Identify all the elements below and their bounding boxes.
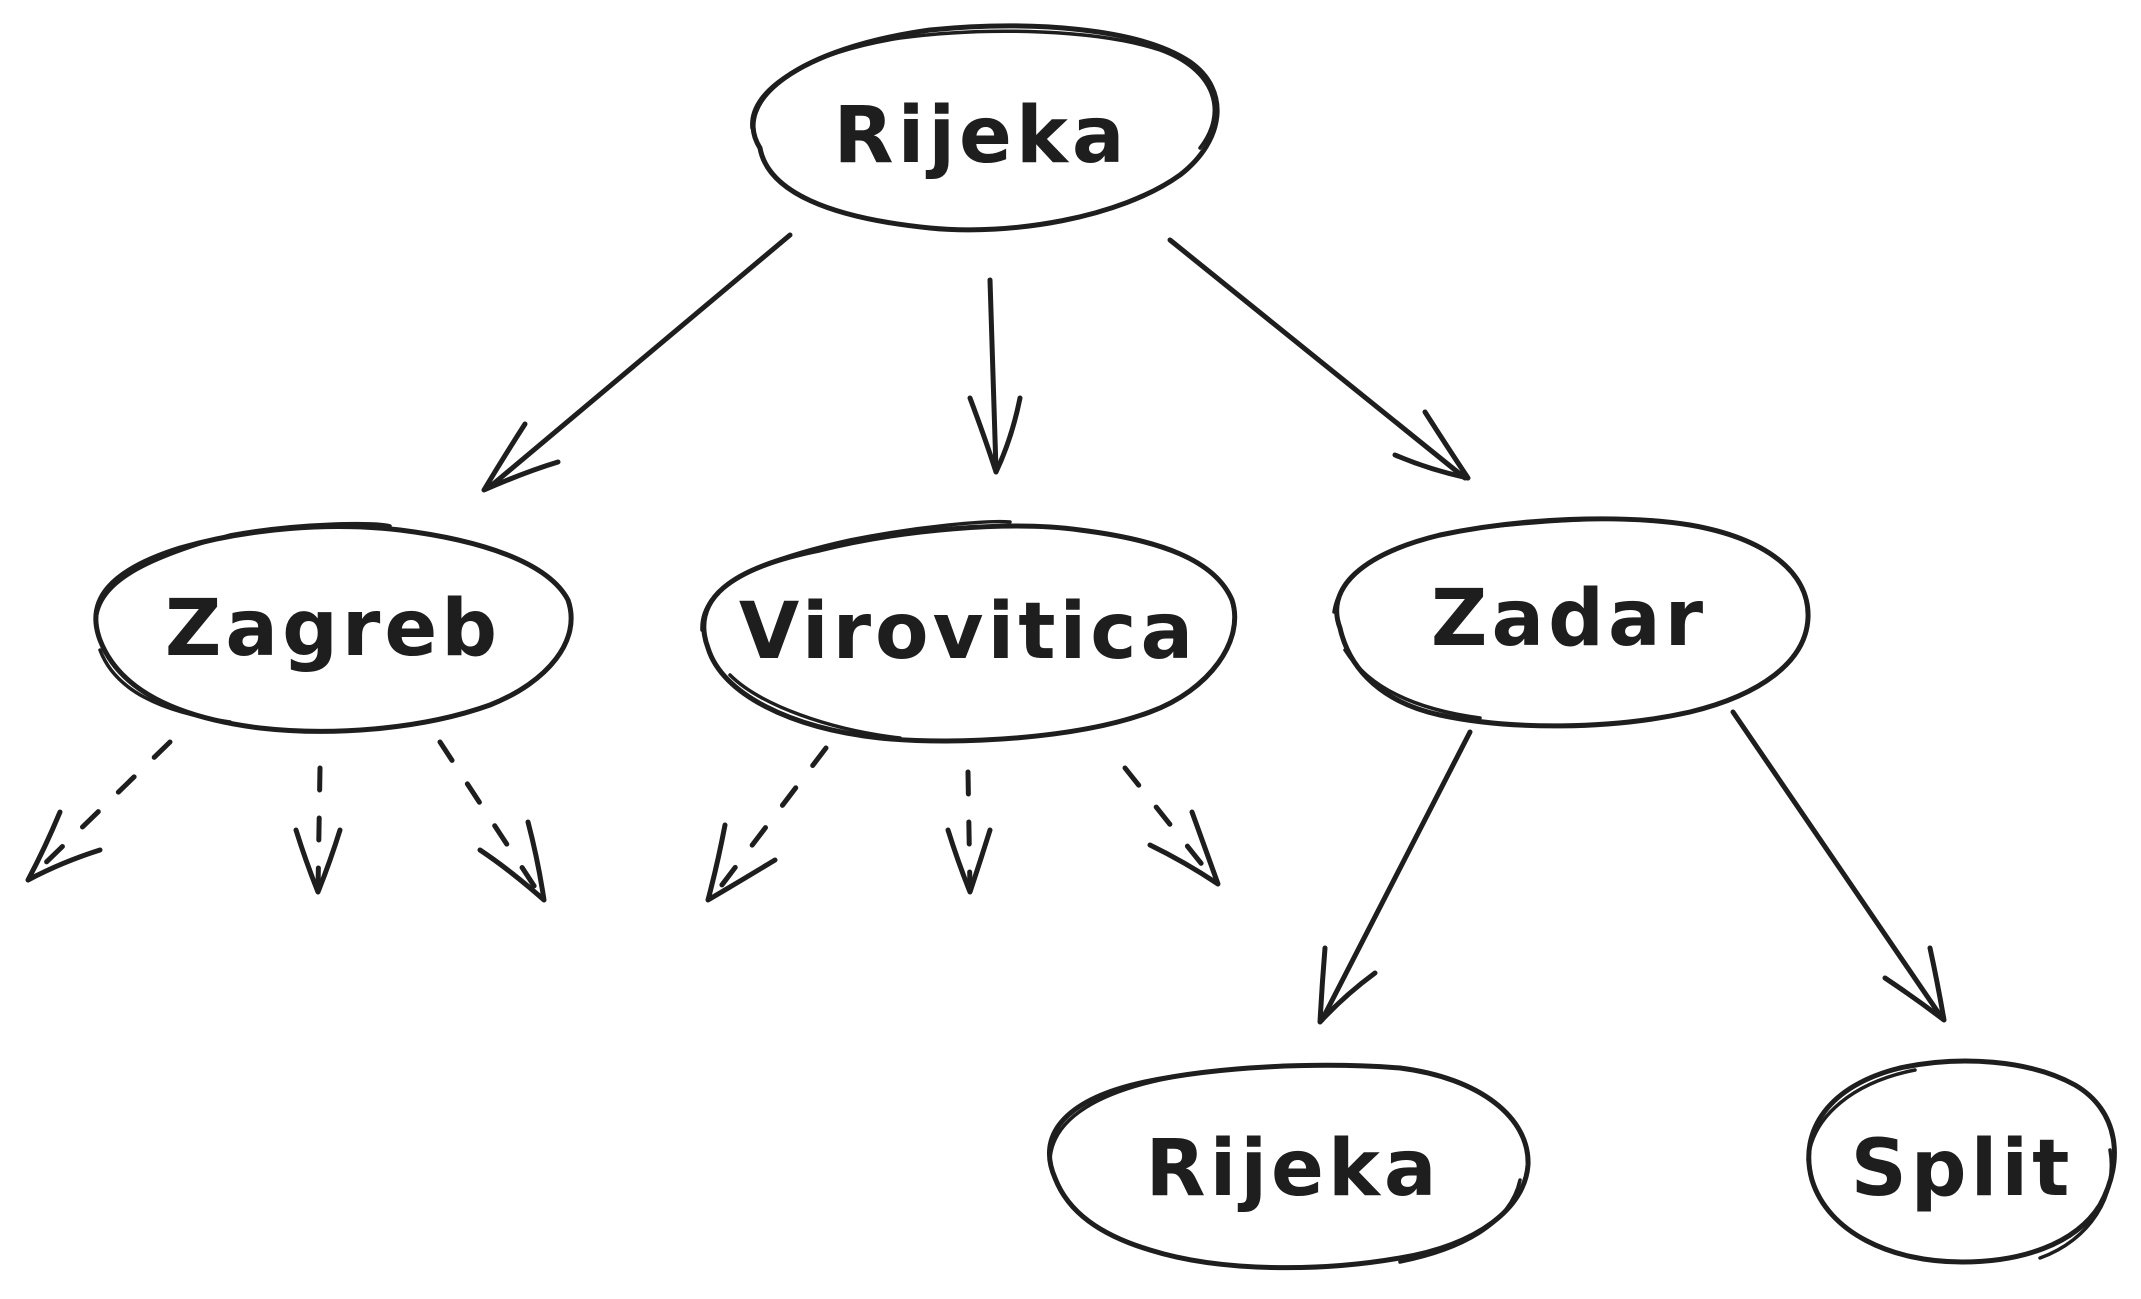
dashed-edge-virovitica-left <box>709 745 829 901</box>
dashed-edge-zagreb-right-arrowhead <box>477 819 547 903</box>
edge-zadar-split-arrowhead <box>1882 945 1947 1023</box>
node-virovitica-outline-sketch <box>700 519 1012 740</box>
dashed-edge-virovitica-right-arrowhead <box>1147 809 1221 887</box>
dashed-edge-zagreb-left-arrowhead <box>25 809 103 883</box>
node-zadar-label: Zadar <box>1431 574 1707 664</box>
node-rijeka-root[interactable]: Rijeka <box>750 23 1220 233</box>
node-split-outline <box>1806 1058 2117 1265</box>
dashed-edge-virovitica-middle <box>965 769 973 893</box>
node-virovitica-outline <box>701 523 1238 744</box>
node-rijeka-root-label: Rijeka <box>834 91 1129 181</box>
dashed-edge-zagreb-left <box>27 739 173 881</box>
node-zadar-outline-sketch <box>1332 517 1632 720</box>
node-split-outline-sketch <box>1806 1068 2113 1260</box>
dashed-edge-zagreb-right <box>437 739 545 901</box>
edge-zadar-rijeka-arrowhead <box>1317 945 1378 1025</box>
node-zagreb-outline-sketch <box>94 521 392 724</box>
node-zadar[interactable]: Zadar <box>1332 516 1811 729</box>
dashed-edge-zagreb-middle-arrowhead <box>293 827 343 895</box>
node-virovitica[interactable]: Virovitica <box>700 519 1238 744</box>
edge-rijeka-virovitica <box>987 277 999 473</box>
edge-zadar-split <box>1730 709 1945 1021</box>
dashed-edges <box>25 739 1221 903</box>
node-rijeka-leaf-label: Rijeka <box>1146 1124 1441 1214</box>
dashed-edge-virovitica-middle-arrowhead <box>945 827 993 895</box>
node-rijeka-root-outline-sketch <box>750 29 1216 150</box>
edge-rijeka-zagreb-arrowhead <box>481 421 561 493</box>
edge-rijeka-virovitica-arrowhead <box>967 395 1023 475</box>
node-zagreb-label: Zagreb <box>165 584 501 674</box>
node-virovitica-label: Virovitica <box>739 587 1197 677</box>
node-zagreb-outline <box>93 524 574 734</box>
node-rijeka-leaf-outline-sketch <box>1048 1063 1522 1264</box>
node-split-label: Split <box>1851 1124 2074 1214</box>
solid-edges <box>481 232 1947 1025</box>
node-rijeka-leaf[interactable]: Rijeka <box>1047 1062 1531 1271</box>
edge-rijeka-zadar <box>1167 237 1468 481</box>
dashed-edge-virovitica-right <box>1122 765 1219 885</box>
edge-zadar-rijeka <box>1319 729 1473 1023</box>
node-zagreb[interactable]: Zagreb <box>93 521 574 734</box>
dashed-edge-zagreb-middle <box>315 765 323 893</box>
edge-rijeka-zagreb <box>489 232 793 488</box>
node-split[interactable]: Split <box>1806 1058 2117 1265</box>
dashed-edge-virovitica-left-arrowhead <box>705 822 778 903</box>
edge-rijeka-zadar-arrowhead <box>1392 409 1471 481</box>
